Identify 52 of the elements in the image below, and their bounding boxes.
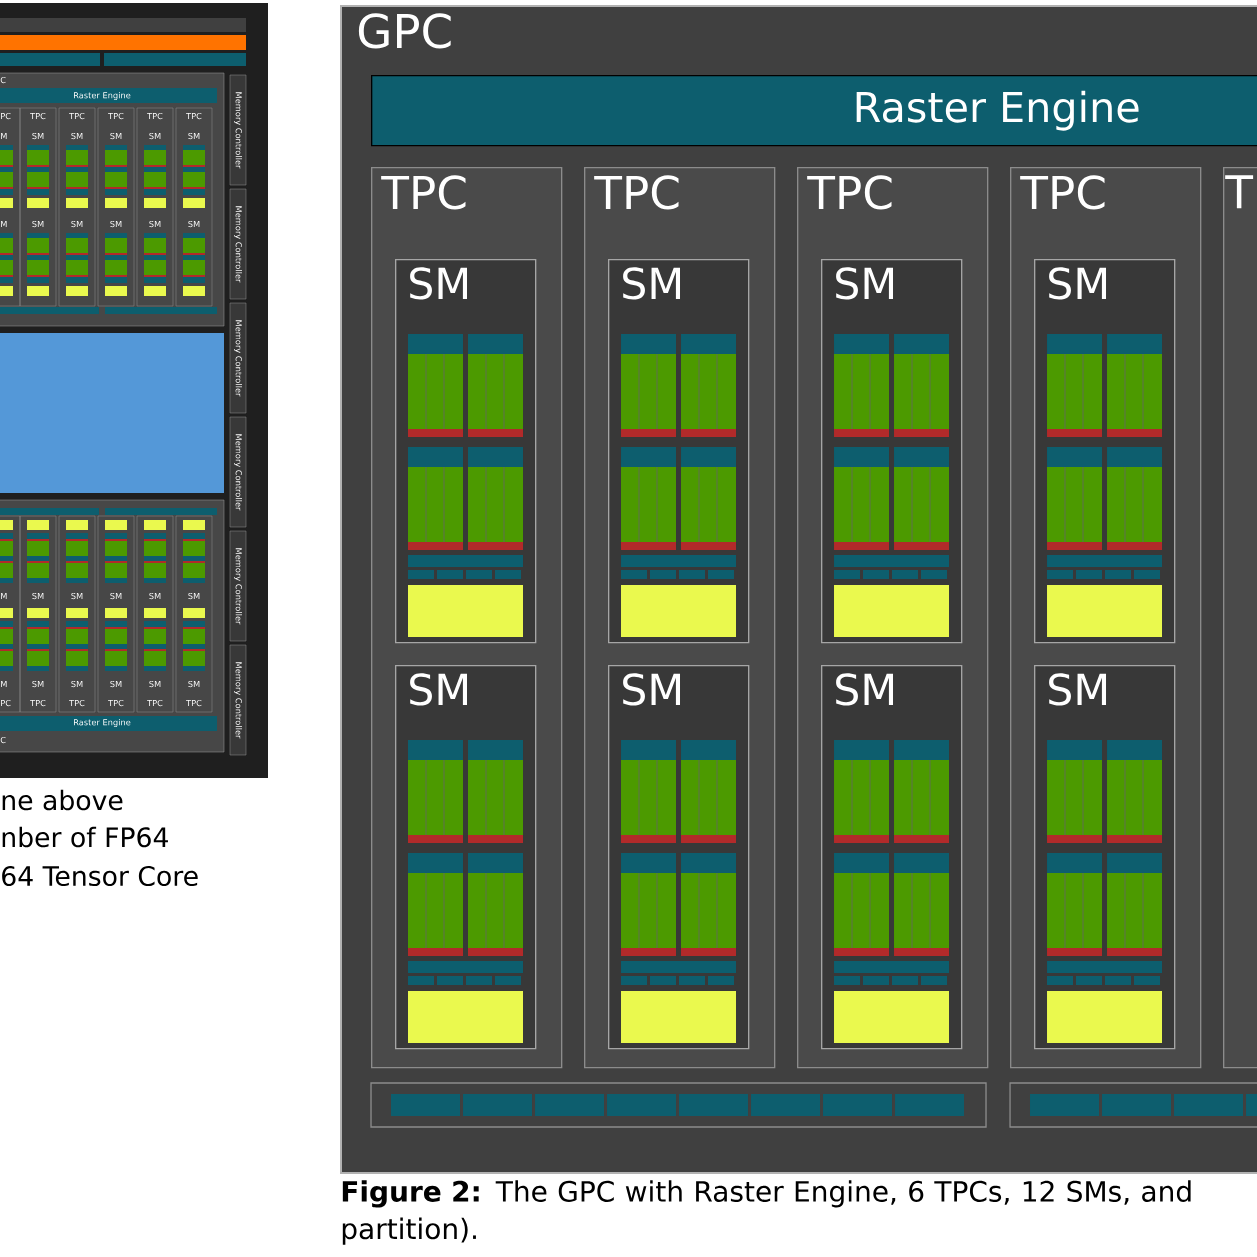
chip-label: SM [188,132,200,140]
chip-label: SM [149,592,161,600]
chip-label: SM [71,592,83,600]
chip-label: TPC [147,112,163,120]
chip-label: SM [32,680,44,688]
chip-label: Memory Controller [234,92,242,169]
chip-label: Raster Engine [74,92,131,100]
chip-label: SM [149,132,161,140]
chip-label: TPC [108,112,124,120]
chip-label: TPC [186,112,202,120]
chip-label: M [1,221,7,227]
chip-label: TPC [69,112,85,120]
chip-label: C [0,736,6,744]
chip-label: SM [32,592,44,600]
chip-label: Memory Controller [234,434,242,511]
text-line: 64 Tensor Core [2,865,198,887]
text-line: nber of FP64 [2,826,168,848]
chip-label: Memory Controller [234,662,242,739]
chip-label: TPC [147,699,163,707]
chip-label: SM [188,592,200,600]
chip-label: TPC [186,699,202,707]
chip-label: SM [110,592,122,600]
raster-engine-bar: Raster Engine [371,75,1257,147]
chip-label: PC [1,112,11,120]
chip-label: M [1,133,7,139]
chip-label: PC [1,699,11,707]
chip-label: SM [110,220,122,228]
chip-label: C [0,76,6,84]
chip-label: SM [110,680,122,688]
chip-label: SM [71,680,83,688]
chip-label: Memory Controller [234,320,242,397]
chip-label: SM [32,132,44,140]
chip-label: SM [188,220,200,228]
chip-label: SM [149,220,161,228]
tpc-box: T [1223,167,1257,1069]
chip-label: SM [149,680,161,688]
chip-label: TPC [30,699,46,707]
chip-label: Memory Controller [234,548,242,625]
chip-label: SM [188,680,200,688]
chip-label: SM [71,132,83,140]
chip-label: TPC [30,112,46,120]
chip-label: M [1,681,7,687]
chip-label: SM [110,132,122,140]
figure-caption: Figure 2: The GPC with Raster Engine, 6 TPCs, 12 SMs, and partition). [342,1180,1191,1245]
chip-label: SM [71,220,83,228]
chip-label: M [1,593,7,599]
chip-label: Raster Engine [74,719,131,727]
chip-label: SM [32,220,44,228]
chip-label: TPC [108,699,124,707]
chip-label: Memory Controller [234,206,242,283]
text-line: ne above [2,789,123,811]
chip-label: TPC [69,699,85,707]
